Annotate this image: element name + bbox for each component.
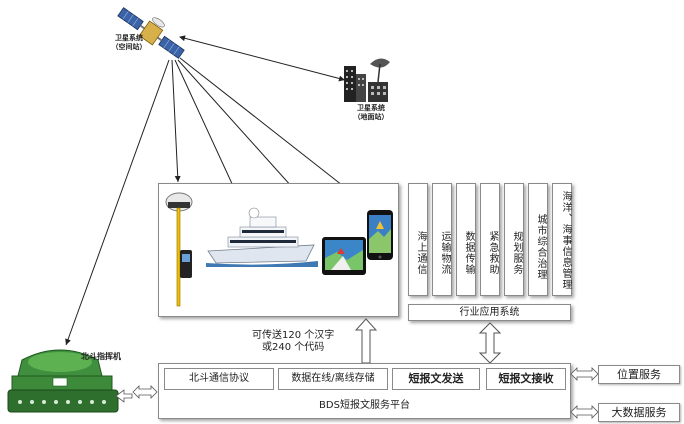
industry-column-city-governance: 城市综合治理 <box>528 183 548 296</box>
industry-column-data-transfer: 数据传输 <box>456 183 476 296</box>
industry-column-logistics: 运输物流 <box>432 183 452 296</box>
satellite-icon <box>117 7 185 59</box>
link-satellite-ground <box>179 35 346 82</box>
link-satellite-phone <box>179 57 371 208</box>
industry-column-emergency-rescue: 紧急救助 <box>480 183 500 296</box>
platform-cell-send: 短报文发送 <box>392 368 480 390</box>
command-unit-label: 北斗指挥机 <box>81 352 121 361</box>
ground-station-label: 卫星系统 （地面站） <box>353 104 389 121</box>
mobile-phone-icon <box>367 210 393 260</box>
platform-cell-protocol: 北斗通信协议 <box>164 368 274 390</box>
gnss-receiver-icon <box>165 192 193 307</box>
transfer-capacity-note: 可传送120 个汉字 或240 个代码 <box>252 330 335 353</box>
ground-station-icon <box>344 58 390 102</box>
industry-column-ocean-maritime-info: 海洋、海事信息管理 <box>552 183 572 296</box>
platform-cell-receive: 短报文接收 <box>486 368 566 390</box>
link-satellite-gnss <box>171 59 181 183</box>
upload-arrow-icon <box>355 318 377 364</box>
navigation-tablet-icon <box>322 237 366 275</box>
command-unit-icon <box>7 349 133 413</box>
satellite-label: 卫星系统 （空间站） <box>111 34 147 51</box>
service-arrows <box>570 367 599 419</box>
industry-column-maritime-communication: 海上通信 <box>408 183 428 296</box>
platform-title: BDS短报文服务平台 <box>319 400 410 411</box>
service-location: 位置服务 <box>598 365 680 384</box>
industry-column-planning-service: 规划服务 <box>504 183 524 296</box>
command-to-platform-arrow-icon <box>132 385 158 399</box>
platform-cell-storage: 数据在线/离线存储 <box>278 368 388 390</box>
link-satellite-command <box>65 59 170 346</box>
industry-system-footer: 行业应用系统 <box>408 304 571 321</box>
ship-icon <box>206 207 318 267</box>
bidirectional-arrow-icon <box>479 322 501 364</box>
service-big-data: 大数据服务 <box>598 403 680 422</box>
